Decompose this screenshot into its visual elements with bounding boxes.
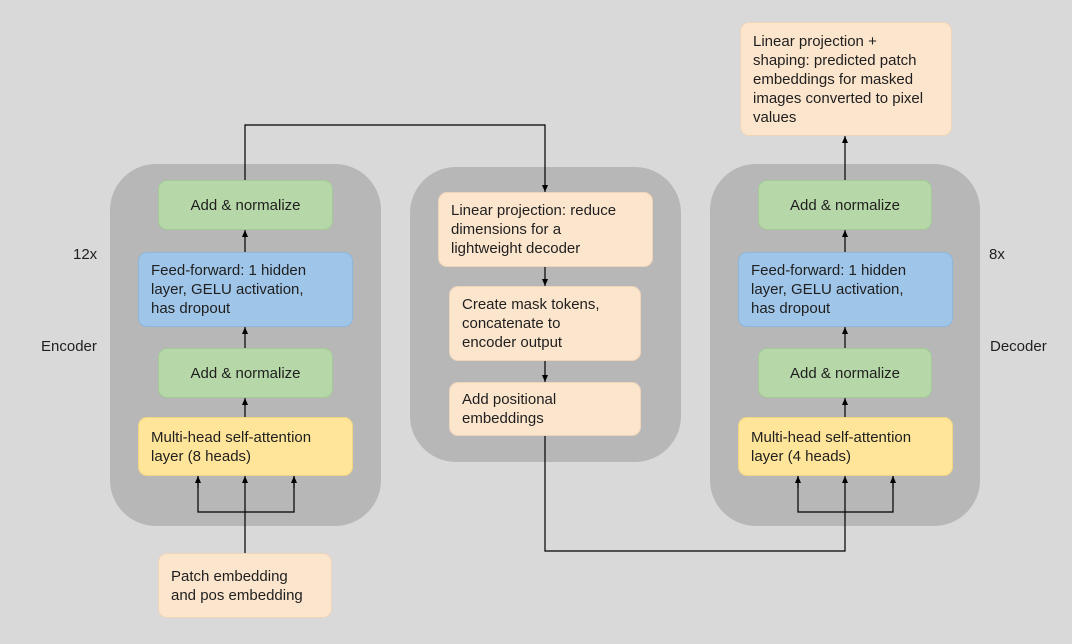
decoder-repeat-label: 8x (989, 246, 1005, 263)
positional-embeddings-text: Add positional embeddings (462, 391, 557, 427)
output-projection-box: Linear projection + shaping: predicted p… (740, 22, 952, 136)
decoder-branch-line (797, 476, 894, 513)
encoder-add-normalize-bottom-text: Add & normalize (190, 364, 301, 382)
mask-tokens-text: Create mask tokens, concatenate to encod… (462, 296, 600, 351)
decoder-add-normalize-bottom-text: Add & normalize (789, 364, 901, 382)
linear-projection-box: Linear projection: reduce dimensions for… (438, 192, 653, 267)
encoder-add-normalize-top-text: Add & normalize (190, 196, 301, 214)
encoder-label: Encoder (41, 338, 97, 355)
output-projection-text: Linear projection + shaping: predicted p… (753, 32, 924, 126)
encoder-feed-forward: Feed-forward: 1 hidden layer, GELU activ… (138, 252, 353, 327)
patch-embedding-text: Patch embedding and pos embedding (171, 567, 303, 604)
positional-embeddings-box: Add positional embeddings (449, 382, 641, 436)
encoder-to-middle-line (244, 124, 548, 192)
patch-embedding-box: Patch embedding and pos embedding (158, 553, 332, 618)
encoder-attention: Multi-head self-attention layer (8 heads… (138, 417, 353, 476)
encoder-branch-line (197, 476, 295, 513)
encoder-feed-forward-text: Feed-forward: 1 hidden layer, GELU activ… (151, 262, 307, 317)
decoder-add-normalize-bottom: Add & normalize (758, 348, 932, 398)
encoder-attention-text: Multi-head self-attention layer (8 heads… (151, 428, 312, 465)
decoder-feed-forward: Feed-forward: 1 hidden layer, GELU activ… (738, 252, 953, 327)
linear-projection-text: Linear projection: reduce dimensions for… (451, 202, 617, 257)
mask-tokens-box: Create mask tokens, concatenate to encod… (449, 286, 641, 361)
encoder-repeat-label: 12x (73, 246, 98, 263)
decoder-add-normalize-top-text: Add & normalize (789, 196, 901, 214)
decoder-feed-forward-text: Feed-forward: 1 hidden layer, GELU activ… (751, 262, 907, 317)
decoder-attention-text: Multi-head self-attention layer (4 heads… (751, 428, 912, 465)
decoder-label: Decoder (990, 338, 1047, 355)
encoder-add-normalize-top: Add & normalize (158, 180, 333, 230)
encoder-add-normalize-bottom: Add & normalize (158, 348, 333, 398)
decoder-add-normalize-top: Add & normalize (758, 180, 932, 230)
middle-to-decoder-line (544, 436, 848, 552)
decoder-attention: Multi-head self-attention layer (4 heads… (738, 417, 953, 476)
